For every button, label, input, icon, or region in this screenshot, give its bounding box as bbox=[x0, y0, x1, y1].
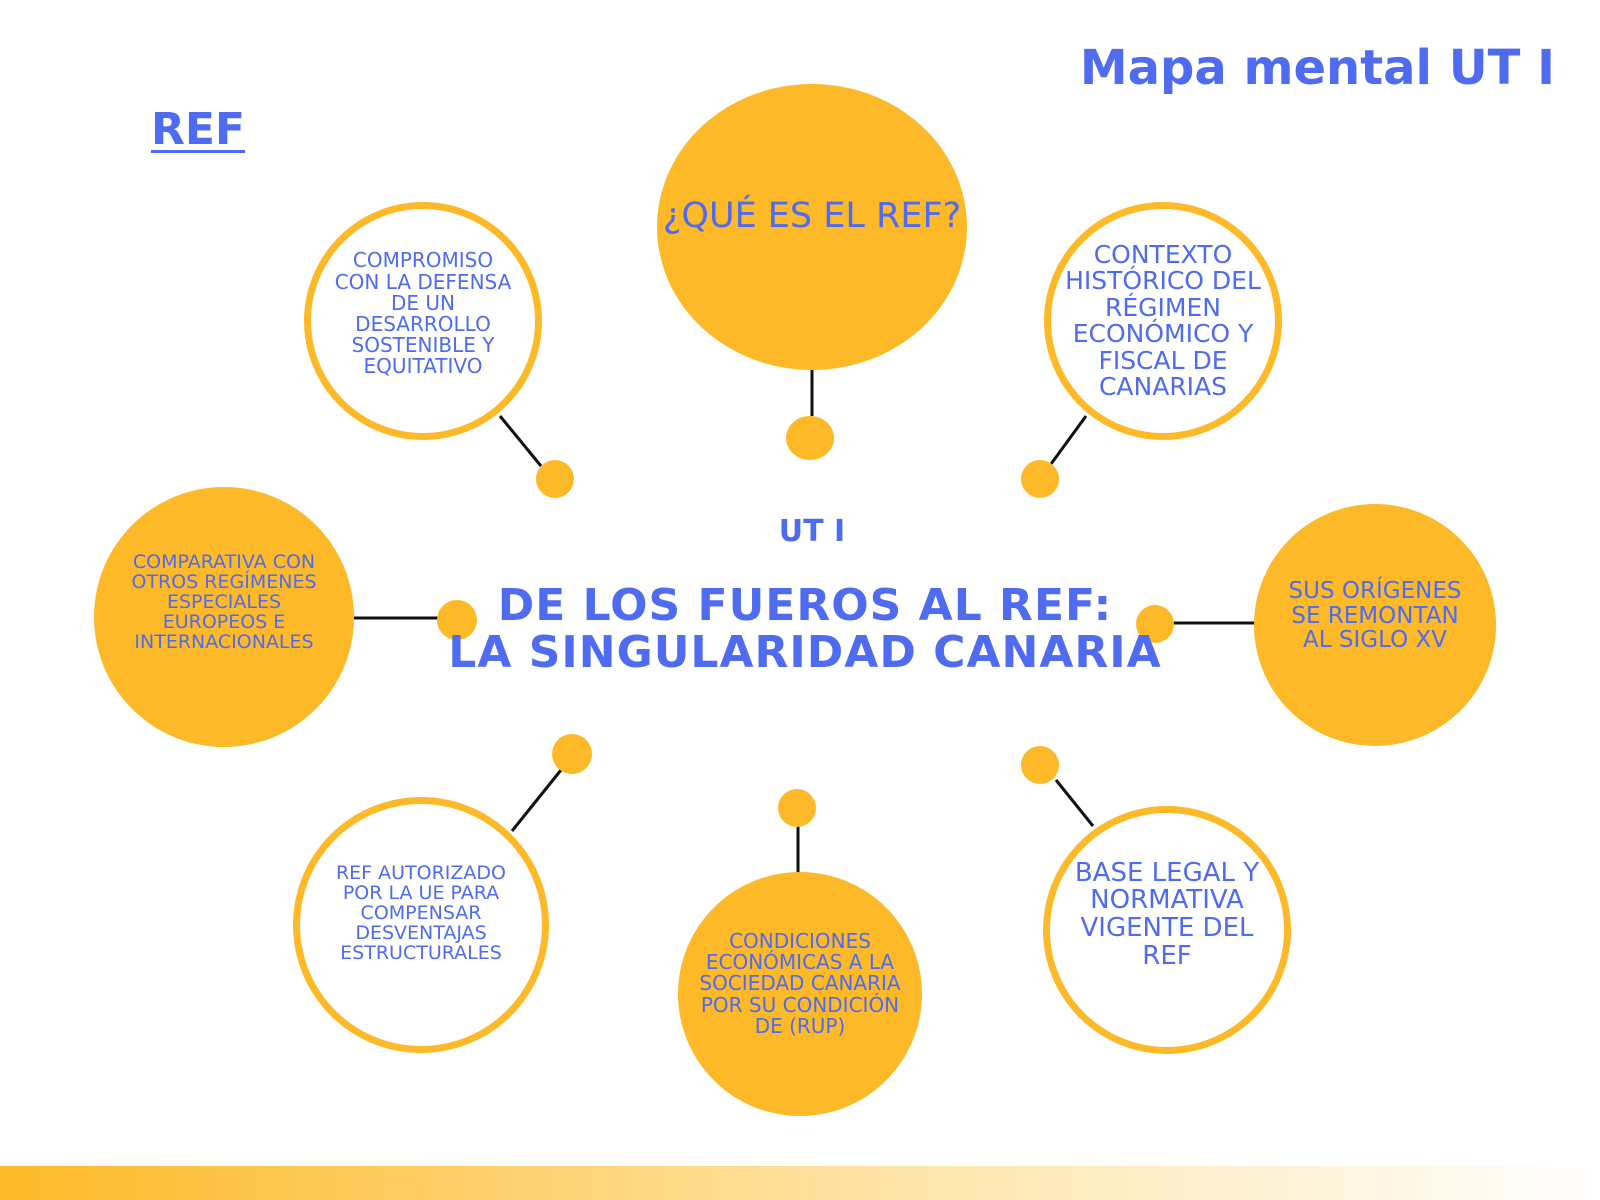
node-label: BASE LEGAL Y NORMATIVA VIGENTE DEL REF bbox=[1074, 857, 1260, 971]
node-label: SUS ORÍGENES SE REMONTAN AL SIGLO XV bbox=[1288, 578, 1462, 654]
connector-dot bbox=[552, 734, 592, 774]
connector-bottom-left bbox=[510, 769, 563, 832]
ref-label: REF bbox=[151, 104, 245, 155]
connector-dot bbox=[1021, 746, 1059, 784]
node-historical-context: CONTEXTO HISTÓRICO DEL RÉGIMEN ECONÓMICO… bbox=[1044, 202, 1282, 440]
node-what-is-ref: ¿QUÉ ES EL REF? bbox=[657, 84, 967, 370]
connector-dot bbox=[1021, 460, 1059, 498]
connector-top-left bbox=[498, 415, 543, 467]
center-title-line2: LA SINGULARIDAD CANARIA bbox=[448, 627, 1162, 678]
page-title: Mapa mental UT I bbox=[1079, 40, 1555, 96]
center-title: DE LOS FUEROS AL REF: LA SINGULARIDAD CA… bbox=[0, 582, 1600, 676]
connector-dot bbox=[1136, 605, 1174, 643]
node-legal-basis: BASE LEGAL Y NORMATIVA VIGENTE DEL REF bbox=[1043, 806, 1291, 1054]
connector-dot bbox=[778, 789, 816, 827]
connector-dot bbox=[786, 416, 834, 460]
node-label: COMPARATIVA CON OTROS REGÍMENES ESPECIAL… bbox=[131, 550, 317, 654]
node-eu-authorized: REF AUTORIZADO POR LA UE PARA COMPENSAR … bbox=[293, 797, 549, 1053]
center-subtitle: UT I bbox=[778, 514, 846, 549]
node-economic-conditions: CONDICIONES ECONÓMICAS A LA SOCIEDAD CAN… bbox=[678, 872, 922, 1116]
node-label: CONDICIONES ECONÓMICAS A LA SOCIEDAD CAN… bbox=[699, 929, 901, 1038]
node-origins: SUS ORÍGENES SE REMONTAN AL SIGLO XV bbox=[1254, 504, 1496, 746]
node-label: ¿QUÉ ES EL REF? bbox=[662, 196, 962, 237]
node-comparative: COMPARATIVA CON OTROS REGÍMENES ESPECIAL… bbox=[94, 487, 354, 747]
node-label: CONTEXTO HISTÓRICO DEL RÉGIMEN ECONÓMICO… bbox=[1065, 239, 1261, 401]
connector-dot bbox=[536, 460, 574, 498]
center-title-line1: DE LOS FUEROS AL REF: bbox=[497, 580, 1113, 631]
connector-top-right bbox=[1049, 415, 1088, 465]
node-label: REF AUTORIZADO POR LA UE PARA COMPENSAR … bbox=[335, 861, 507, 965]
connector-bottom-right bbox=[1054, 779, 1095, 827]
node-sustainable-development: COMPROMISO CON LA DEFENSA DE UN DESARROL… bbox=[304, 202, 542, 440]
connector-dot bbox=[437, 600, 477, 640]
node-label: COMPROMISO CON LA DEFENSA DE UN DESARROL… bbox=[334, 248, 512, 379]
footer-gradient-bar bbox=[0, 1166, 1600, 1200]
